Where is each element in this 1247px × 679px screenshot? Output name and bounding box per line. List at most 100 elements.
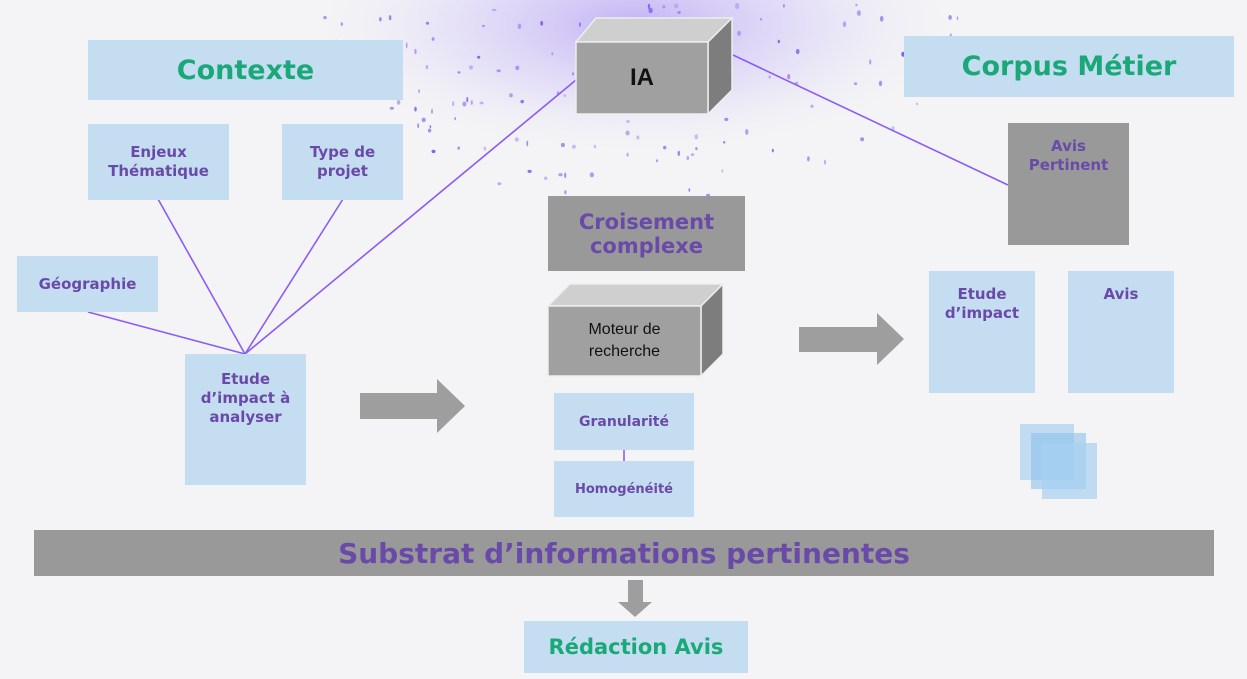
particle-dot	[690, 153, 695, 157]
particle-dot	[558, 173, 563, 177]
particle-dot	[695, 147, 698, 151]
particle-dot	[694, 134, 699, 140]
particle-dot	[429, 125, 432, 129]
particle-dot	[421, 117, 426, 123]
connector-geographie	[87, 311, 246, 355]
particle-dot	[379, 17, 382, 22]
particle-dot	[656, 159, 658, 163]
particle-dot	[427, 128, 432, 133]
particle-dot	[462, 101, 467, 107]
particle-dot	[856, 10, 861, 16]
connector-type-projet	[244, 198, 344, 355]
enjeux-thematique-box: Enjeux Thématique	[88, 124, 229, 200]
particle-dot	[626, 152, 629, 157]
particle-dot	[723, 141, 726, 144]
particle-dot	[688, 188, 691, 192]
particle-dot	[663, 145, 667, 150]
particle-dot	[721, 169, 724, 173]
particle-dot	[479, 101, 484, 105]
connector-lines	[87, 54, 1009, 461]
particle-dot	[431, 149, 436, 154]
particle-dot	[677, 150, 681, 156]
particle-dot	[418, 89, 420, 94]
particle-dot	[564, 190, 567, 195]
corpus-etude-impact-box: Etude d’impact	[929, 271, 1035, 393]
particle-dot	[579, 22, 581, 27]
particle-dot	[470, 100, 473, 105]
connector-ia-etude	[244, 79, 577, 355]
particle-dot	[466, 97, 469, 103]
connector-enjeux	[157, 198, 246, 355]
particle-dot	[425, 65, 429, 70]
particle-dot	[787, 74, 791, 80]
redaction-avis-box: Rédaction Avis	[524, 621, 748, 673]
avis-pertinent-box: Avis Pertinent	[1008, 123, 1129, 245]
particle-dot	[860, 137, 865, 142]
homogeneite-box: Homogénéité	[554, 461, 694, 517]
particle-dot	[509, 93, 513, 98]
particle-dot	[431, 108, 433, 114]
particle-dot	[482, 24, 485, 28]
particle-dot	[515, 65, 520, 71]
particle-dot	[457, 71, 461, 74]
contexte-title: Contexte	[88, 40, 403, 100]
connector-ia-avis	[732, 54, 1009, 186]
particle-dot	[810, 104, 814, 108]
particle-dot	[452, 101, 455, 107]
particle-dot	[759, 18, 763, 21]
stacked-squares-icon	[1020, 424, 1097, 499]
particle-dot	[879, 15, 884, 22]
particle-dot	[956, 16, 959, 21]
particle-dot	[492, 8, 497, 12]
particle-dot	[648, 7, 653, 14]
particle-dot	[560, 142, 565, 148]
particle-dot	[483, 146, 487, 151]
particle-dot	[414, 48, 417, 55]
particle-dot	[795, 48, 800, 55]
particle-dot	[636, 135, 640, 140]
corpus-metier-title: Corpus Métier	[904, 36, 1234, 97]
particle-dot	[389, 106, 394, 110]
particle-dot	[777, 39, 780, 44]
particle-dot	[388, 15, 392, 21]
particle-dot	[551, 52, 554, 56]
particle-dot	[677, 11, 681, 14]
particle-dot	[571, 144, 576, 149]
particle-dot	[457, 146, 461, 150]
particle-dot	[540, 20, 544, 26]
particle-dot	[674, 3, 679, 9]
particle-dot	[417, 123, 420, 129]
particle-dot	[517, 23, 522, 30]
particle-dot	[544, 176, 548, 180]
particle-dot	[496, 69, 501, 73]
particle-dot	[396, 100, 401, 105]
corpus-avis-box: Avis	[1068, 271, 1174, 393]
particle-dot	[869, 59, 872, 65]
granularite-box: Granularité	[554, 393, 694, 450]
particle-dot	[878, 80, 883, 87]
particle-dot	[734, 3, 740, 9]
particle-dot	[593, 144, 597, 149]
particle-dot	[514, 137, 519, 142]
particle-dot	[706, 193, 711, 197]
substrat-bar: Substrat d’informations pertinentes	[34, 530, 1214, 576]
particle-dot	[737, 30, 741, 36]
particle-dot	[563, 94, 566, 98]
particle-dot	[526, 140, 529, 147]
particle-dot	[425, 21, 430, 25]
particle-dot	[431, 37, 435, 41]
moteur-cube	[546, 282, 725, 378]
particle-dot	[842, 21, 847, 28]
particle-dot	[807, 156, 810, 162]
particle-dot	[572, 72, 574, 76]
particle-dot	[626, 120, 630, 123]
particle-dot	[564, 172, 567, 179]
particle-dot	[527, 169, 532, 173]
arrow-right-1	[360, 379, 465, 433]
particle-dot	[625, 130, 630, 136]
particle-dot	[768, 75, 771, 79]
arrow-right-2	[799, 313, 904, 365]
particle-dot	[782, 4, 785, 8]
arrow-down	[618, 580, 652, 617]
